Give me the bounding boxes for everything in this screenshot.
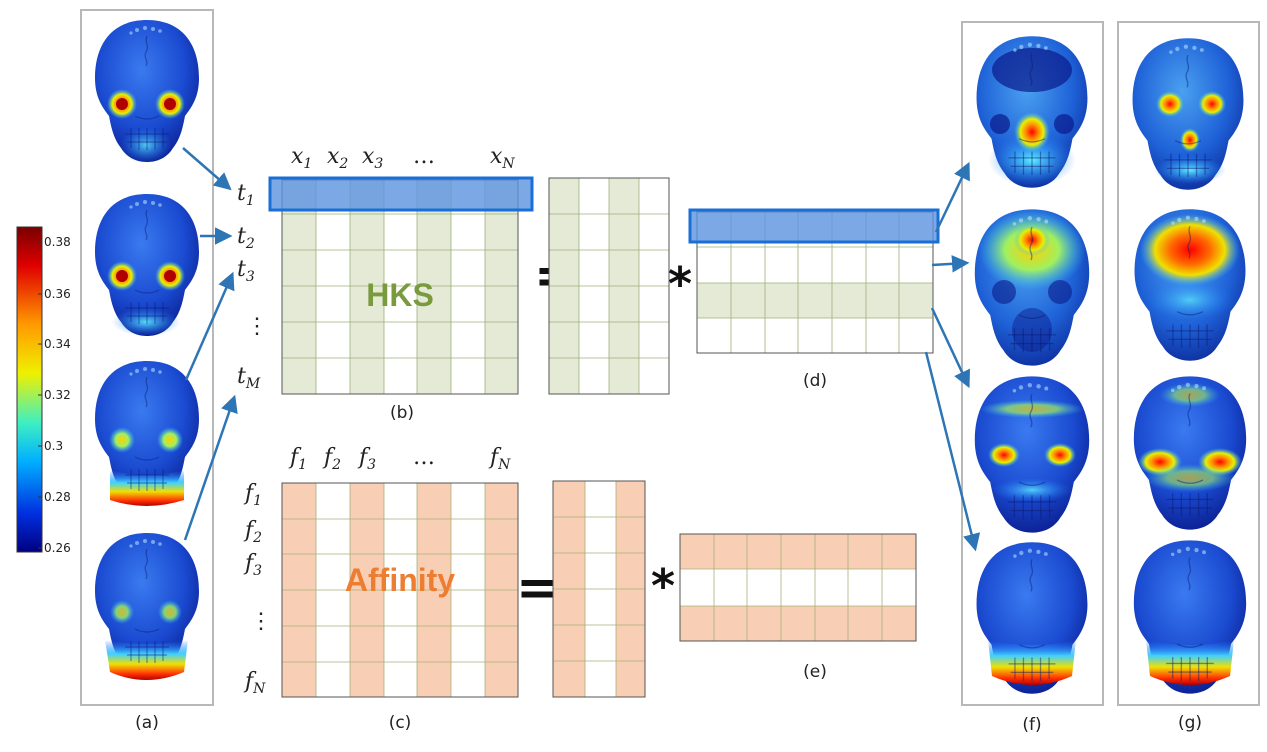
aff-row-f3: f3 xyxy=(243,551,262,579)
panel-g-frame xyxy=(1117,21,1260,706)
hks-matrix: HKS xyxy=(281,179,519,395)
affinity-factor-u xyxy=(552,480,646,698)
colorbar-tick: 0.34 xyxy=(44,337,71,351)
skull-g1 xyxy=(1132,38,1244,190)
colorbar: 0.38 0.36 0.34 0.32 0.3 0.28 0.26 xyxy=(16,226,71,555)
skull-f1 xyxy=(976,36,1088,188)
aff-col-f3: f3 xyxy=(357,445,376,473)
affinity-factor-v xyxy=(679,533,917,642)
skull-f3 xyxy=(974,376,1090,533)
skull-g4 xyxy=(1133,540,1247,694)
colorbar-tick: 0.32 xyxy=(44,388,71,402)
caption-d: (d) xyxy=(803,371,827,391)
hks-col-x3: x3 xyxy=(362,144,383,172)
hks-factor-u xyxy=(548,177,670,395)
colorbar-tick: 0.28 xyxy=(44,490,71,504)
skull-a4 xyxy=(95,533,199,680)
aff-row-f1: f1 xyxy=(243,481,262,509)
hks-col-xN: xN xyxy=(490,144,515,172)
affinity-column-labels: f1 f2 f3 … fN xyxy=(288,445,511,473)
caption-c: (c) xyxy=(389,713,412,733)
affinity-equals-sign: = xyxy=(516,558,560,618)
skull-g3 xyxy=(1133,376,1247,530)
hks-row-t1: t1 xyxy=(237,181,255,209)
hks-row-labels: t1 t2 t3 ⋮ tM xyxy=(237,181,268,392)
v-row-highlight xyxy=(688,208,940,244)
hks-row-t2: t2 xyxy=(237,224,255,252)
panel-a-frame xyxy=(80,9,214,706)
hks-row-tM: tM xyxy=(237,364,261,392)
colorbar-tick: 0.36 xyxy=(44,287,71,301)
caption-g: (g) xyxy=(1178,713,1202,733)
aff-row-vdots: ⋮ xyxy=(250,609,272,634)
aff-col-fN: fN xyxy=(488,445,511,473)
skull-a2 xyxy=(95,194,199,336)
hks-times-sign: * xyxy=(668,257,692,311)
aff-col-f2: f2 xyxy=(322,445,341,473)
hks-col-ellipsis: … xyxy=(413,144,435,169)
affinity-label: Affinity xyxy=(345,562,455,598)
caption-f: (f) xyxy=(1022,715,1041,735)
colorbar-tick: 0.3 xyxy=(44,439,63,453)
hks-row-highlight xyxy=(268,176,534,212)
arrows-d-to-f xyxy=(924,161,981,552)
arrows-a-to-t xyxy=(182,147,238,541)
aff-row-fN: fN xyxy=(243,669,266,697)
aff-row-f2: f2 xyxy=(243,518,262,546)
aff-col-f1: f1 xyxy=(288,445,307,473)
hks-row-t3: t3 xyxy=(237,257,255,285)
skull-g2 xyxy=(1134,209,1246,361)
aff-col-ellipsis: … xyxy=(413,445,435,470)
hks-row-vdots: ⋮ xyxy=(246,314,268,339)
caption-a: (a) xyxy=(135,713,159,733)
caption-b: (b) xyxy=(390,403,414,423)
hks-label: HKS xyxy=(366,277,434,313)
skull-f2 xyxy=(974,209,1090,366)
affinity-matrix: Affinity xyxy=(281,482,519,698)
affinity-times-sign: * xyxy=(651,559,675,613)
skull-f4 xyxy=(976,542,1088,694)
hks-col-x1: x1 xyxy=(291,144,312,172)
colorbar-tick: 0.26 xyxy=(44,541,71,555)
hks-col-x2: x2 xyxy=(327,144,348,172)
caption-e: (e) xyxy=(803,662,827,682)
affinity-row-labels: f1 f2 f3 ⋮ fN xyxy=(243,481,272,697)
skull-a3 xyxy=(95,361,199,506)
skull-a1 xyxy=(95,20,199,163)
colorbar-tick: 0.38 xyxy=(44,235,71,249)
hks-column-labels: x1 x2 x3 … xN xyxy=(291,144,515,172)
panel-f-frame xyxy=(961,21,1104,706)
